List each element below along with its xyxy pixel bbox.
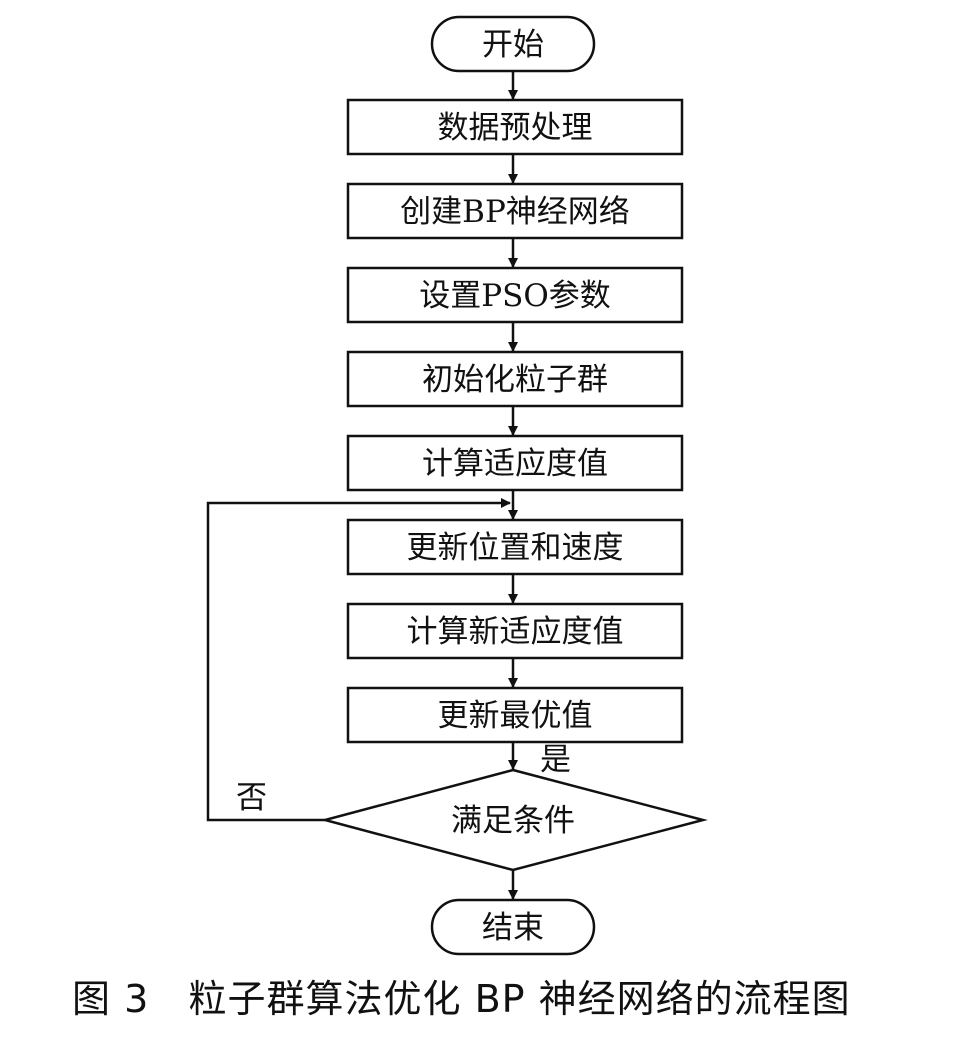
step-label: 计算适应度值 (422, 446, 608, 482)
step-label: 更新最优值 (438, 698, 593, 734)
step-label: 初始化粒子群 (422, 362, 608, 398)
step-label: 数据预处理 (438, 110, 593, 146)
process-step-set-pso-parameters: 设置PSO参数 (346, 266, 684, 324)
process-step-update-best: 更新最优值 (346, 686, 684, 744)
arrow-no-loop-back (206, 498, 511, 822)
flowchart: 开始 数据预处理 创建BP神经网络 设置PSO参数 初始化粒子群 计算适应度值 … (206, 15, 708, 956)
process-step-compute-new-fitness: 计算新适应度值 (346, 602, 684, 660)
decision-label: 满足条件 (451, 803, 575, 839)
yes-label: 是 (540, 742, 571, 778)
figure-caption: 图 3 粒子群算法优化 BP 神经网络的流程图 (72, 968, 851, 1023)
step-label: 设置PSO参数 (419, 278, 611, 314)
start-terminal: 开始 (430, 15, 596, 73)
end-label: 结束 (482, 910, 544, 946)
step-label: 计算新适应度值 (407, 614, 624, 650)
figure-number: 图 3 (72, 977, 150, 1021)
step-label: 更新位置和速度 (407, 530, 624, 566)
end-terminal: 结束 (430, 898, 596, 956)
no-label: 否 (236, 780, 267, 816)
step-label: 创建BP神经网络 (400, 194, 630, 230)
start-label: 开始 (482, 27, 544, 63)
process-step-initialize-swarm: 初始化粒子群 (346, 350, 684, 408)
process-step-create-bp-network: 创建BP神经网络 (346, 182, 684, 240)
process-step-compute-fitness: 计算适应度值 (346, 434, 684, 492)
process-step-update-position-velocity: 更新位置和速度 (346, 518, 684, 576)
process-step-data-preprocessing: 数据预处理 (346, 98, 684, 156)
figure-title: 粒子群算法优化 BP 神经网络的流程图 (188, 977, 851, 1021)
decision-condition: 满足条件 (320, 768, 708, 872)
